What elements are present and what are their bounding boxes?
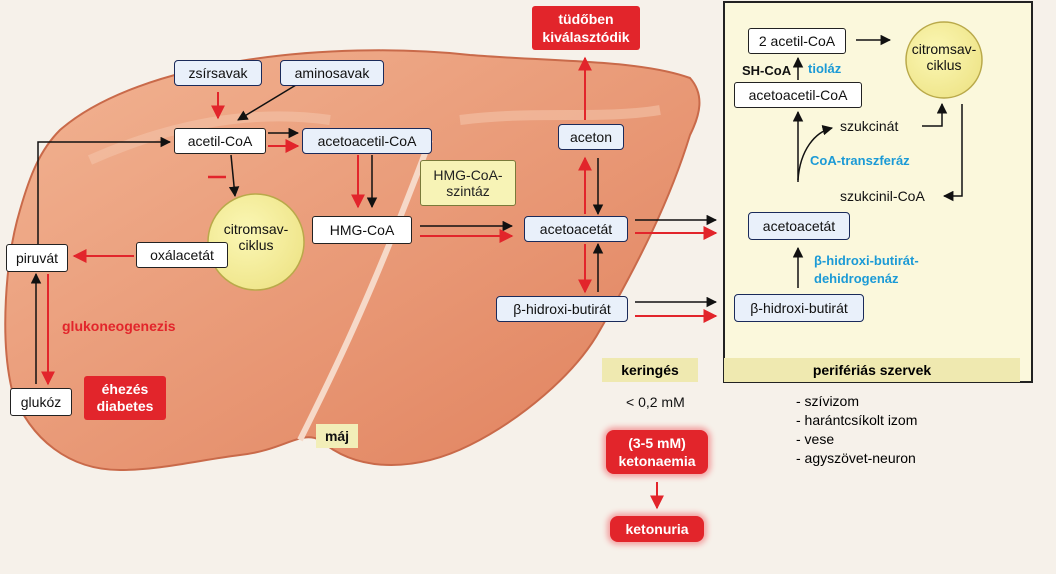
circulation-header: keringés: [602, 358, 698, 382]
organ-item: - szívizom: [796, 393, 859, 409]
acetoacetate-node-peripheral: acetoacetát: [748, 212, 850, 240]
oxaloacetate-node: oxálacetát: [136, 242, 228, 268]
citric-cycle-circle-peripheral: [905, 21, 983, 99]
acetoacetate-node-liver: acetoacetát: [524, 216, 628, 242]
citric-cycle-label-liver: citromsav- ciklus: [223, 221, 289, 253]
succinate-label: szukcinát: [840, 118, 899, 134]
succinyl-coa-label: szukcinil-CoA: [840, 188, 925, 204]
gluconeogenesis-label: glukoneogenezis: [62, 318, 176, 334]
bhb-dehydrogenase-label: β-hidroxi-butirát- dehidrogenáz: [814, 253, 919, 286]
acetyl-coa-node-peripheral: 2 acetil-CoA: [748, 28, 846, 54]
fatty-acids-node: zsírsavak: [174, 60, 262, 86]
hmg-coa-synthase-label: HMG-CoA- szintáz: [420, 160, 516, 206]
pyruvate-node: piruvát: [6, 244, 68, 272]
beta-hydroxybutyrate-node-liver: β-hidroxi-butirát: [496, 296, 628, 322]
glucose-node: glukóz: [10, 388, 72, 416]
sh-coa-label: SH-CoA: [742, 63, 792, 78]
organ-item: - harántcsíkolt izom: [796, 412, 918, 428]
beta-hydroxybutyrate-node-peripheral: β-hidroxi-butirát: [734, 294, 864, 322]
citric-cycle-label-peripheral: citromsav- ciklus: [911, 41, 977, 73]
coa-transferase-label: CoA-transzferáz: [810, 153, 910, 168]
organ-item: - agyszövet-neuron: [796, 450, 916, 466]
thiolase-label: tioláz: [808, 61, 842, 76]
circulation-normal-value: < 0,2 mM: [626, 394, 685, 410]
ketonuria-label: ketonuria: [610, 516, 704, 542]
organ-item: - vese: [796, 431, 835, 447]
fasting-diabetes-label: éhezés diabetes: [84, 376, 166, 420]
acetyl-coa-node: acetil-CoA: [174, 128, 266, 154]
liver-label: máj: [316, 424, 358, 448]
ketonaemia-label: (3-5 mM) ketonaemia: [606, 430, 708, 474]
hmg-coa-node: HMG-CoA: [312, 216, 412, 244]
acetoacetyl-coa-node-peripheral: acetoacetil-CoA: [734, 82, 862, 108]
lung-excretion-label: tüdőben kiválasztódik: [532, 6, 640, 50]
acetone-node: aceton: [558, 124, 624, 150]
amino-acids-node: aminosavak: [280, 60, 384, 86]
acetoacetyl-coa-node: acetoacetil-CoA: [302, 128, 432, 154]
peripheral-organs-header: perifériás szervek: [724, 358, 1020, 382]
peripheral-organ-list: - szívizom - harántcsíkolt izom - vese -…: [796, 392, 917, 468]
